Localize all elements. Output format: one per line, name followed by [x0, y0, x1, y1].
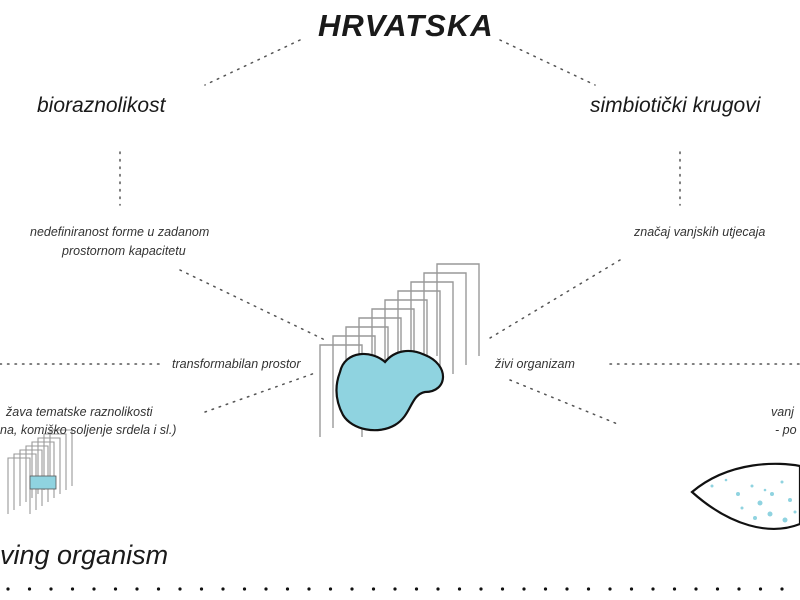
note-bottom-right-line-2: - po [775, 423, 797, 437]
bottom-dot [264, 587, 268, 591]
bottom-dot [457, 587, 462, 591]
note-bottom-left-line-1: žava tematske raznolikosti [6, 405, 153, 419]
bottom-dot [565, 587, 569, 591]
bottom-dot [414, 587, 419, 591]
organic-blob-center [335, 349, 444, 432]
lens-dot [793, 510, 797, 514]
bottom-dot [586, 587, 591, 591]
bottom-dot [242, 587, 247, 591]
bottom-dot [737, 587, 741, 591]
bottom-dot-row [6, 587, 784, 591]
lens-dot [782, 517, 788, 523]
lens-dot [740, 506, 744, 510]
bottom-dot [285, 587, 290, 591]
connector-bottom-right-diagonal [509, 379, 621, 426]
bottom-dot [715, 587, 720, 591]
note-bottom-left-line-2: na, komiško soljenje srdela i sl.) [0, 423, 177, 437]
frame-arch-small [37, 437, 61, 494]
branch-left-label: bioraznolikost [37, 94, 166, 117]
bottom-dot [199, 587, 204, 591]
bottom-dot [500, 587, 505, 591]
link-right-label: živi organizam [495, 357, 575, 371]
bottom-dot [393, 587, 397, 591]
note-left-line-1: nedefiniranost forme u zadanom [30, 225, 210, 239]
lens-dot [736, 492, 740, 496]
note-right-label: značaj vanjskih utjecaja [634, 225, 766, 239]
diagram-title: HRVATSKA [318, 8, 494, 43]
bottom-dot [651, 587, 655, 591]
lens-dot [757, 500, 763, 506]
bottom-dot [522, 587, 526, 591]
small-blue-block [29, 475, 57, 490]
bottom-dot [436, 587, 440, 591]
lens-dots [710, 478, 797, 523]
lens-dot [750, 484, 754, 488]
bottom-dot [27, 587, 32, 591]
connector-title-left [204, 39, 301, 86]
lens-dot [780, 480, 784, 484]
bottom-dot [135, 587, 139, 591]
bottom-dot [672, 587, 677, 591]
note-left-line-2: prostornom kapacitetu [62, 244, 186, 258]
frame-arch [423, 272, 467, 365]
connector-note-left-diagonal [179, 269, 326, 341]
bottom-dot [6, 587, 10, 591]
bottom-dot [307, 587, 311, 591]
bottom-dot [371, 587, 376, 591]
bottom-dot [92, 587, 96, 591]
connector-title-right [499, 39, 596, 86]
frame-arch-small [7, 457, 31, 514]
frame-arch-small [43, 433, 67, 490]
lens-shape-right [690, 462, 800, 530]
frame-arch [436, 263, 480, 356]
bottom-dot [479, 587, 483, 591]
bottom-dot [156, 587, 161, 591]
stacked-frames-small [7, 429, 73, 514]
frame-arch-small [49, 429, 73, 486]
lens-dot [788, 498, 792, 502]
bottom-dot [113, 587, 118, 591]
bottom-dot [780, 587, 784, 591]
lens-dot [724, 478, 728, 482]
connector-bottom-left-diagonal [204, 371, 319, 413]
frame-arch [410, 281, 454, 374]
lens-dot [767, 511, 773, 517]
frame-arch [384, 299, 428, 392]
bottom-dot [608, 587, 612, 591]
bottom-dot [629, 587, 634, 591]
bottom-dot [758, 587, 763, 591]
lens-dot [770, 492, 774, 496]
bottom-dot [543, 587, 548, 591]
frame-arch-small [31, 441, 55, 498]
footer-caption: ving organism [0, 540, 169, 570]
link-left-label: transformabilan prostor [172, 357, 301, 371]
bottom-dot [328, 587, 333, 591]
branch-right-label: simbiotički krugovi [590, 94, 761, 117]
lens-dot [710, 484, 714, 488]
lens-dot [763, 488, 767, 492]
connector-note-right-diagonal [489, 259, 621, 339]
note-bottom-right-line-1: vanj [771, 405, 794, 419]
bottom-dot [178, 587, 182, 591]
lens-dot [753, 516, 757, 520]
frame-arch-small [25, 445, 49, 502]
bottom-dot [694, 587, 698, 591]
bottom-dot [70, 587, 75, 591]
bottom-dot [221, 587, 225, 591]
frame-arch [397, 290, 441, 383]
bottom-dot [350, 587, 354, 591]
bottom-dot [49, 587, 53, 591]
